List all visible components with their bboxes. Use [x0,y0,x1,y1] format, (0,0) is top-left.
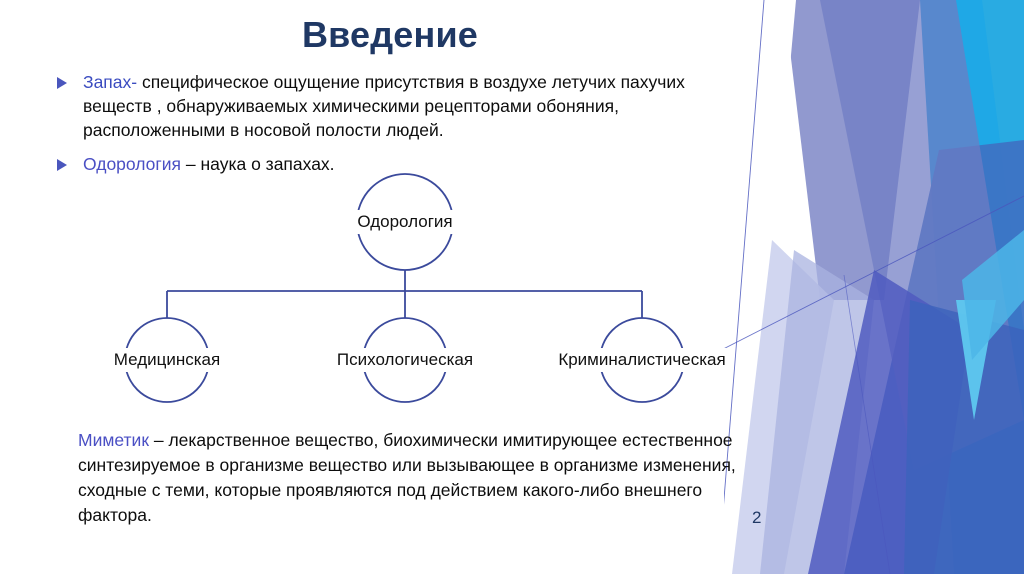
bullet-rest-2: – наука о запахах. [181,154,335,174]
page-number: 2 [752,508,762,527]
bullet-rest-1: специфическое ощущение присутствия в воз… [83,72,685,140]
bullet-keyword-1: Запах- [83,72,138,92]
page-title: Введение [301,14,479,55]
bullet-keyword-2: Одорология [83,154,182,174]
node-label-root: Одорология [350,210,460,234]
bullet-item-2: Одорология – наука о запахах. [55,152,555,176]
triangle-right-icon [55,70,73,90]
node-label-kriminalisticheskaya: Криминалистическая [551,348,733,372]
bullet-item-1: Запах- специфическое ощущение присутстви… [55,70,745,142]
bullet-text-1: Запах- специфическое ощущение присутстви… [83,70,745,142]
definition-paragraph: Миметик – лекарственное вещество, биохим… [78,428,738,528]
node-label-psihologicheskaya: Психологическая [329,348,481,372]
triangle-right-icon [55,152,73,172]
bullet-text-2: Одорология – наука о запахах. [83,152,555,176]
node-label-medicinskaya: Медицинская [106,348,228,372]
decorative-corner-graphic [724,0,1024,574]
paragraph-keyword: Миметик [78,430,149,450]
paragraph-rest: – лекарственное вещество, биохимически и… [78,430,736,525]
